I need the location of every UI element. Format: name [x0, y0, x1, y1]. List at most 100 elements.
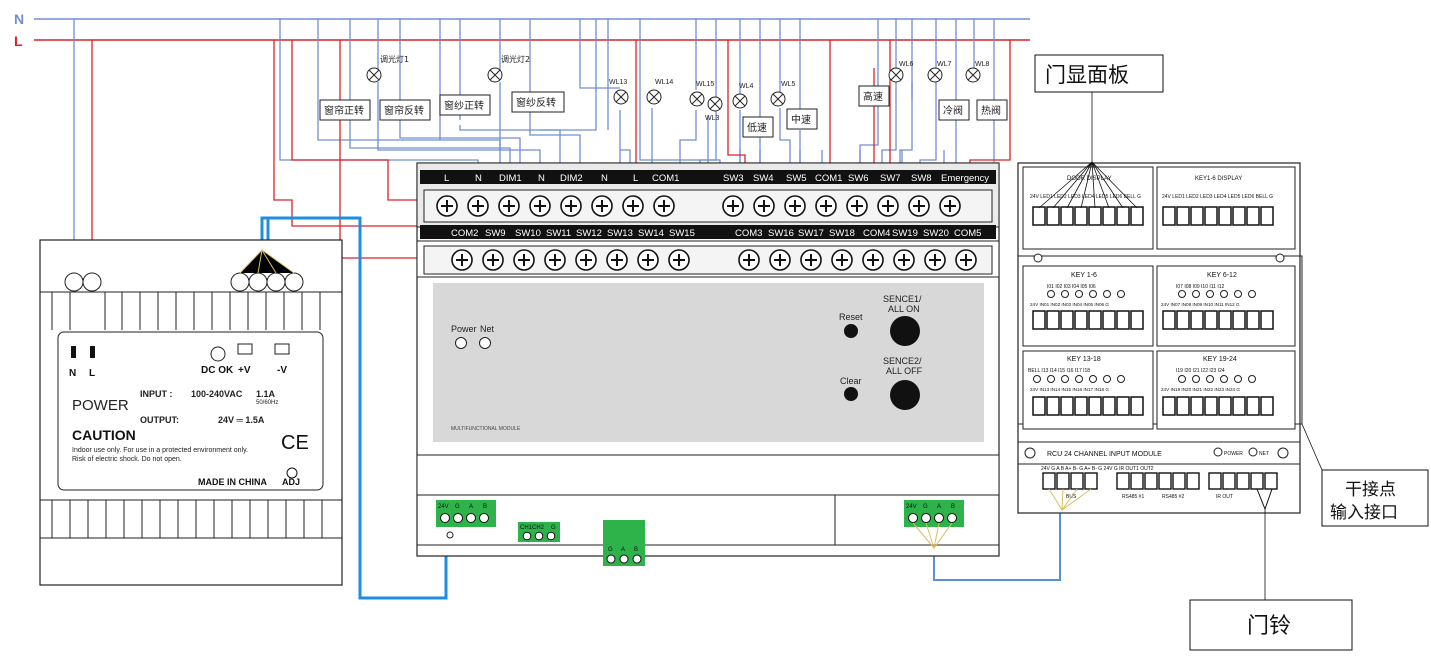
psu-input-label: INPUT :	[140, 389, 173, 399]
caution-title: CAUTION	[72, 427, 136, 443]
lamp-icon	[689, 91, 705, 107]
psu-output-value: 24V ═ 1.5A	[218, 415, 265, 425]
term-label: SW3	[723, 173, 744, 184]
term-label: SW15	[669, 228, 695, 239]
load-box-label: 窗帘反转	[384, 104, 424, 117]
reset-button[interactable]	[844, 324, 858, 338]
term-label: COM3	[735, 228, 762, 239]
term-label: SW12	[576, 228, 602, 239]
svg-text:A: A	[469, 504, 473, 510]
pins-7-12-label: 24V IN07 IN08 IN09 IN10 IN11 IN12 G	[1161, 302, 1240, 307]
rcu-net-label: NET	[1259, 451, 1269, 457]
term-label: COM4	[863, 228, 890, 239]
callouts: 门显面板 干接点 输入接口 门铃	[1034, 54, 1429, 651]
term-label: SW16	[768, 228, 794, 239]
multifunctional-module: L N DIM1 N DIM2 N L COM1 SW3 SW4 SW5 COM…	[416, 162, 1000, 566]
ce-mark: CE	[281, 432, 309, 454]
svg-text:B: B	[951, 504, 955, 510]
psu-n-label: N	[69, 368, 76, 379]
rcu-input-module: DOOR DISPLAY 24V LED1 LED2 LED3 LED4 LED…	[1017, 92, 1323, 600]
term-label: SW4	[753, 173, 774, 184]
lamp-label: WL13	[609, 79, 627, 86]
psu-l-label: L	[89, 368, 95, 379]
door-display-label: DOOR DISPLAY	[1067, 176, 1112, 182]
dry-contact-label-2: 输入接口	[1330, 503, 1398, 523]
key16-display-label: KEY1-6 DISPLAY	[1195, 176, 1242, 182]
rcu-power-led	[1213, 447, 1223, 457]
term-label: SW14	[638, 228, 664, 239]
term-label: SW8	[911, 173, 932, 184]
i-13-18-label: BELL I13 I14 I15 I16 I17 I18	[1028, 368, 1090, 374]
rcu-rs485-2-label: RS485 #2	[1162, 494, 1184, 500]
scene2-label-2: ALL OFF	[886, 366, 923, 376]
svg-text:B: B	[634, 547, 638, 553]
term-label: N	[475, 173, 482, 184]
psu-title: POWER	[72, 397, 129, 414]
neutral-label: N	[14, 11, 24, 27]
load-wires	[73, 19, 1061, 600]
i-19-24-label: I19 I20 I21 I22 I23 I24	[1176, 368, 1225, 374]
term-label: SW19	[892, 228, 918, 239]
psu-input-value: 100-240VAC	[191, 389, 243, 399]
lamp-icon	[487, 67, 503, 83]
module-caption: MULTIFUNCTIONAL MODULE	[451, 426, 521, 432]
net-led-label: Net	[480, 324, 495, 334]
net-led	[479, 337, 491, 349]
rcu-rs485-1-label: RS485 #1	[1122, 494, 1144, 500]
key-19-24-label: KEY 19-24	[1203, 356, 1237, 363]
term-label: COM2	[451, 228, 478, 239]
psu-input-current: 1.1A	[256, 389, 276, 399]
door-bell-label: 门铃	[1247, 614, 1291, 639]
scene2-label-1: SENCE2/	[883, 356, 922, 366]
svg-text:A: A	[937, 504, 941, 510]
svg-text:G: G	[608, 547, 613, 553]
lamp-label: WL14	[655, 79, 673, 86]
live-label: L	[14, 33, 23, 49]
psu-output-label: OUTPUT:	[140, 415, 179, 425]
power-led	[455, 337, 467, 349]
bottom-terminal-rs485: 24V G A B	[436, 500, 496, 527]
term-label: SW17	[798, 228, 824, 239]
load-box-label: 窗帘正转	[324, 104, 364, 117]
bottom-terminal-gab: G A B	[603, 520, 645, 566]
door-panel-callout	[1034, 54, 1164, 93]
term-label: L	[633, 173, 638, 184]
lamp-icon	[888, 67, 904, 83]
power-supply: N L DC OK +V -V POWER INPUT : 100-240VAC…	[39, 239, 343, 586]
lamp-icon	[646, 89, 662, 105]
pins-19-24-label: 24V IN19 IN20 IN21 IN22 IN23 IN24 G	[1161, 387, 1240, 392]
minus-v-label: -V	[277, 365, 287, 376]
load-box-label: 冷阀	[943, 104, 963, 117]
dc-ok-label: DC OK	[201, 365, 234, 376]
lamp-icon	[366, 67, 382, 83]
pins-1-6-label: 24V IN01 IN02 IN03 IN04 IN05 IN06 G	[1030, 302, 1109, 307]
reset-label: Reset	[839, 312, 863, 322]
clear-button[interactable]	[844, 387, 858, 401]
load-box-label: 中速	[791, 113, 811, 126]
psu-input-freq: 50/60Hz	[256, 400, 278, 406]
lamp-icon	[613, 89, 629, 105]
scene2-all-off-button[interactable]	[890, 380, 920, 410]
term-label: SW18	[829, 228, 855, 239]
scene1-all-on-button[interactable]	[890, 316, 920, 346]
lamp-label: WL15	[696, 81, 714, 88]
scene1-label-2: ALL ON	[888, 304, 920, 314]
svg-text:CH2: CH2	[532, 525, 545, 531]
term-label: COM1	[815, 173, 842, 184]
caution-text-2: Risk of electric shock. Do not open.	[72, 456, 182, 463]
dry-contact-callout	[1321, 469, 1429, 527]
adj-label: ADJ	[282, 477, 300, 487]
dc-ok-indicator	[210, 346, 226, 362]
adj-knob-icon	[286, 467, 298, 479]
lamp-label: WL6	[899, 61, 914, 68]
load-box-label: 低速	[747, 121, 767, 134]
door-display-terminal	[1032, 206, 1274, 226]
term-label: SW10	[515, 228, 541, 239]
i-7-12-label: I07 I08 I09 I10 I11 I12	[1176, 284, 1224, 290]
lamp-label: WL8	[975, 61, 990, 68]
power-led-label: Power	[451, 324, 477, 334]
svg-text:G: G	[455, 504, 460, 510]
term-label: SW7	[880, 173, 901, 184]
term-label: N	[601, 173, 608, 184]
bottom-terminal-ch: CH1 CH2 G	[518, 522, 560, 542]
